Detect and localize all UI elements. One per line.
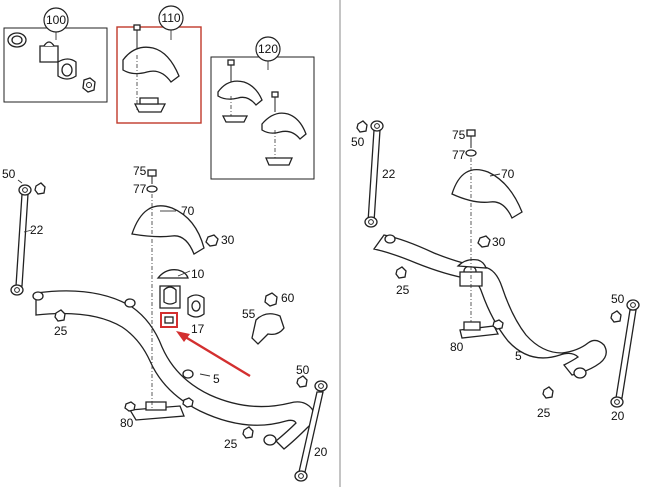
label-r25: 25 [396, 283, 410, 297]
label-r20: 20 [611, 409, 625, 423]
label-5: 5 [213, 372, 220, 386]
stabilizer-bar-right[interactable] [372, 234, 607, 376]
label-77: 77 [133, 182, 147, 196]
label-r80: 80 [450, 340, 464, 354]
right-assembly: 50 22 75 77 70 30 25 80 5 50 25 20 [351, 120, 640, 423]
callout-group-110[interactable]: 110 [116, 5, 202, 124]
label-50-lower: 50 [296, 363, 310, 377]
callout-group-100[interactable]: 100 [3, 7, 108, 103]
red-highlight-box[interactable] [160, 312, 178, 328]
label-20: 20 [314, 445, 328, 459]
label-r50: 50 [351, 135, 365, 149]
left-assembly: 75 77 70 30 10 60 55 17 50 22 25 5 80 50… [2, 164, 328, 482]
label-17: 17 [191, 322, 205, 336]
clamp-10[interactable] [156, 269, 189, 279]
pointer-arrow [181, 333, 251, 378]
shield-70[interactable] [131, 205, 205, 255]
label-25: 25 [54, 324, 68, 338]
label-r77: 77 [452, 148, 466, 162]
label-70: 70 [181, 204, 195, 218]
link-22-left[interactable] [15, 193, 29, 287]
callout-label-100: 100 [46, 13, 66, 27]
label-r50b: 50 [611, 292, 625, 306]
label-25-lower: 25 [224, 437, 238, 451]
label-r25b: 25 [537, 406, 551, 420]
stabilizer-bar-left[interactable] [35, 290, 315, 450]
shield-70-right[interactable] [451, 168, 523, 219]
label-r70: 70 [501, 167, 515, 181]
label-r22: 22 [382, 167, 396, 181]
label-30: 30 [221, 233, 235, 247]
link-20-right-panel[interactable] [615, 309, 637, 399]
pointer-arrowhead [176, 331, 190, 342]
label-r75: 75 [452, 128, 466, 142]
nut-60[interactable] [264, 292, 278, 307]
callout-label-120: 120 [258, 42, 278, 56]
callout-group-120[interactable]: 120 [210, 36, 315, 180]
label-60: 60 [281, 291, 295, 305]
link-22-right[interactable] [367, 129, 381, 223]
label-r5: 5 [515, 349, 522, 363]
label-75: 75 [133, 164, 147, 178]
label-50: 50 [2, 167, 16, 181]
label-80: 80 [120, 416, 134, 430]
label-10: 10 [191, 267, 205, 281]
label-55: 55 [242, 307, 256, 321]
part-55[interactable] [251, 313, 285, 345]
callout-label-110: 110 [161, 11, 180, 25]
label-r30: 30 [492, 235, 506, 249]
label-22: 22 [30, 223, 44, 237]
